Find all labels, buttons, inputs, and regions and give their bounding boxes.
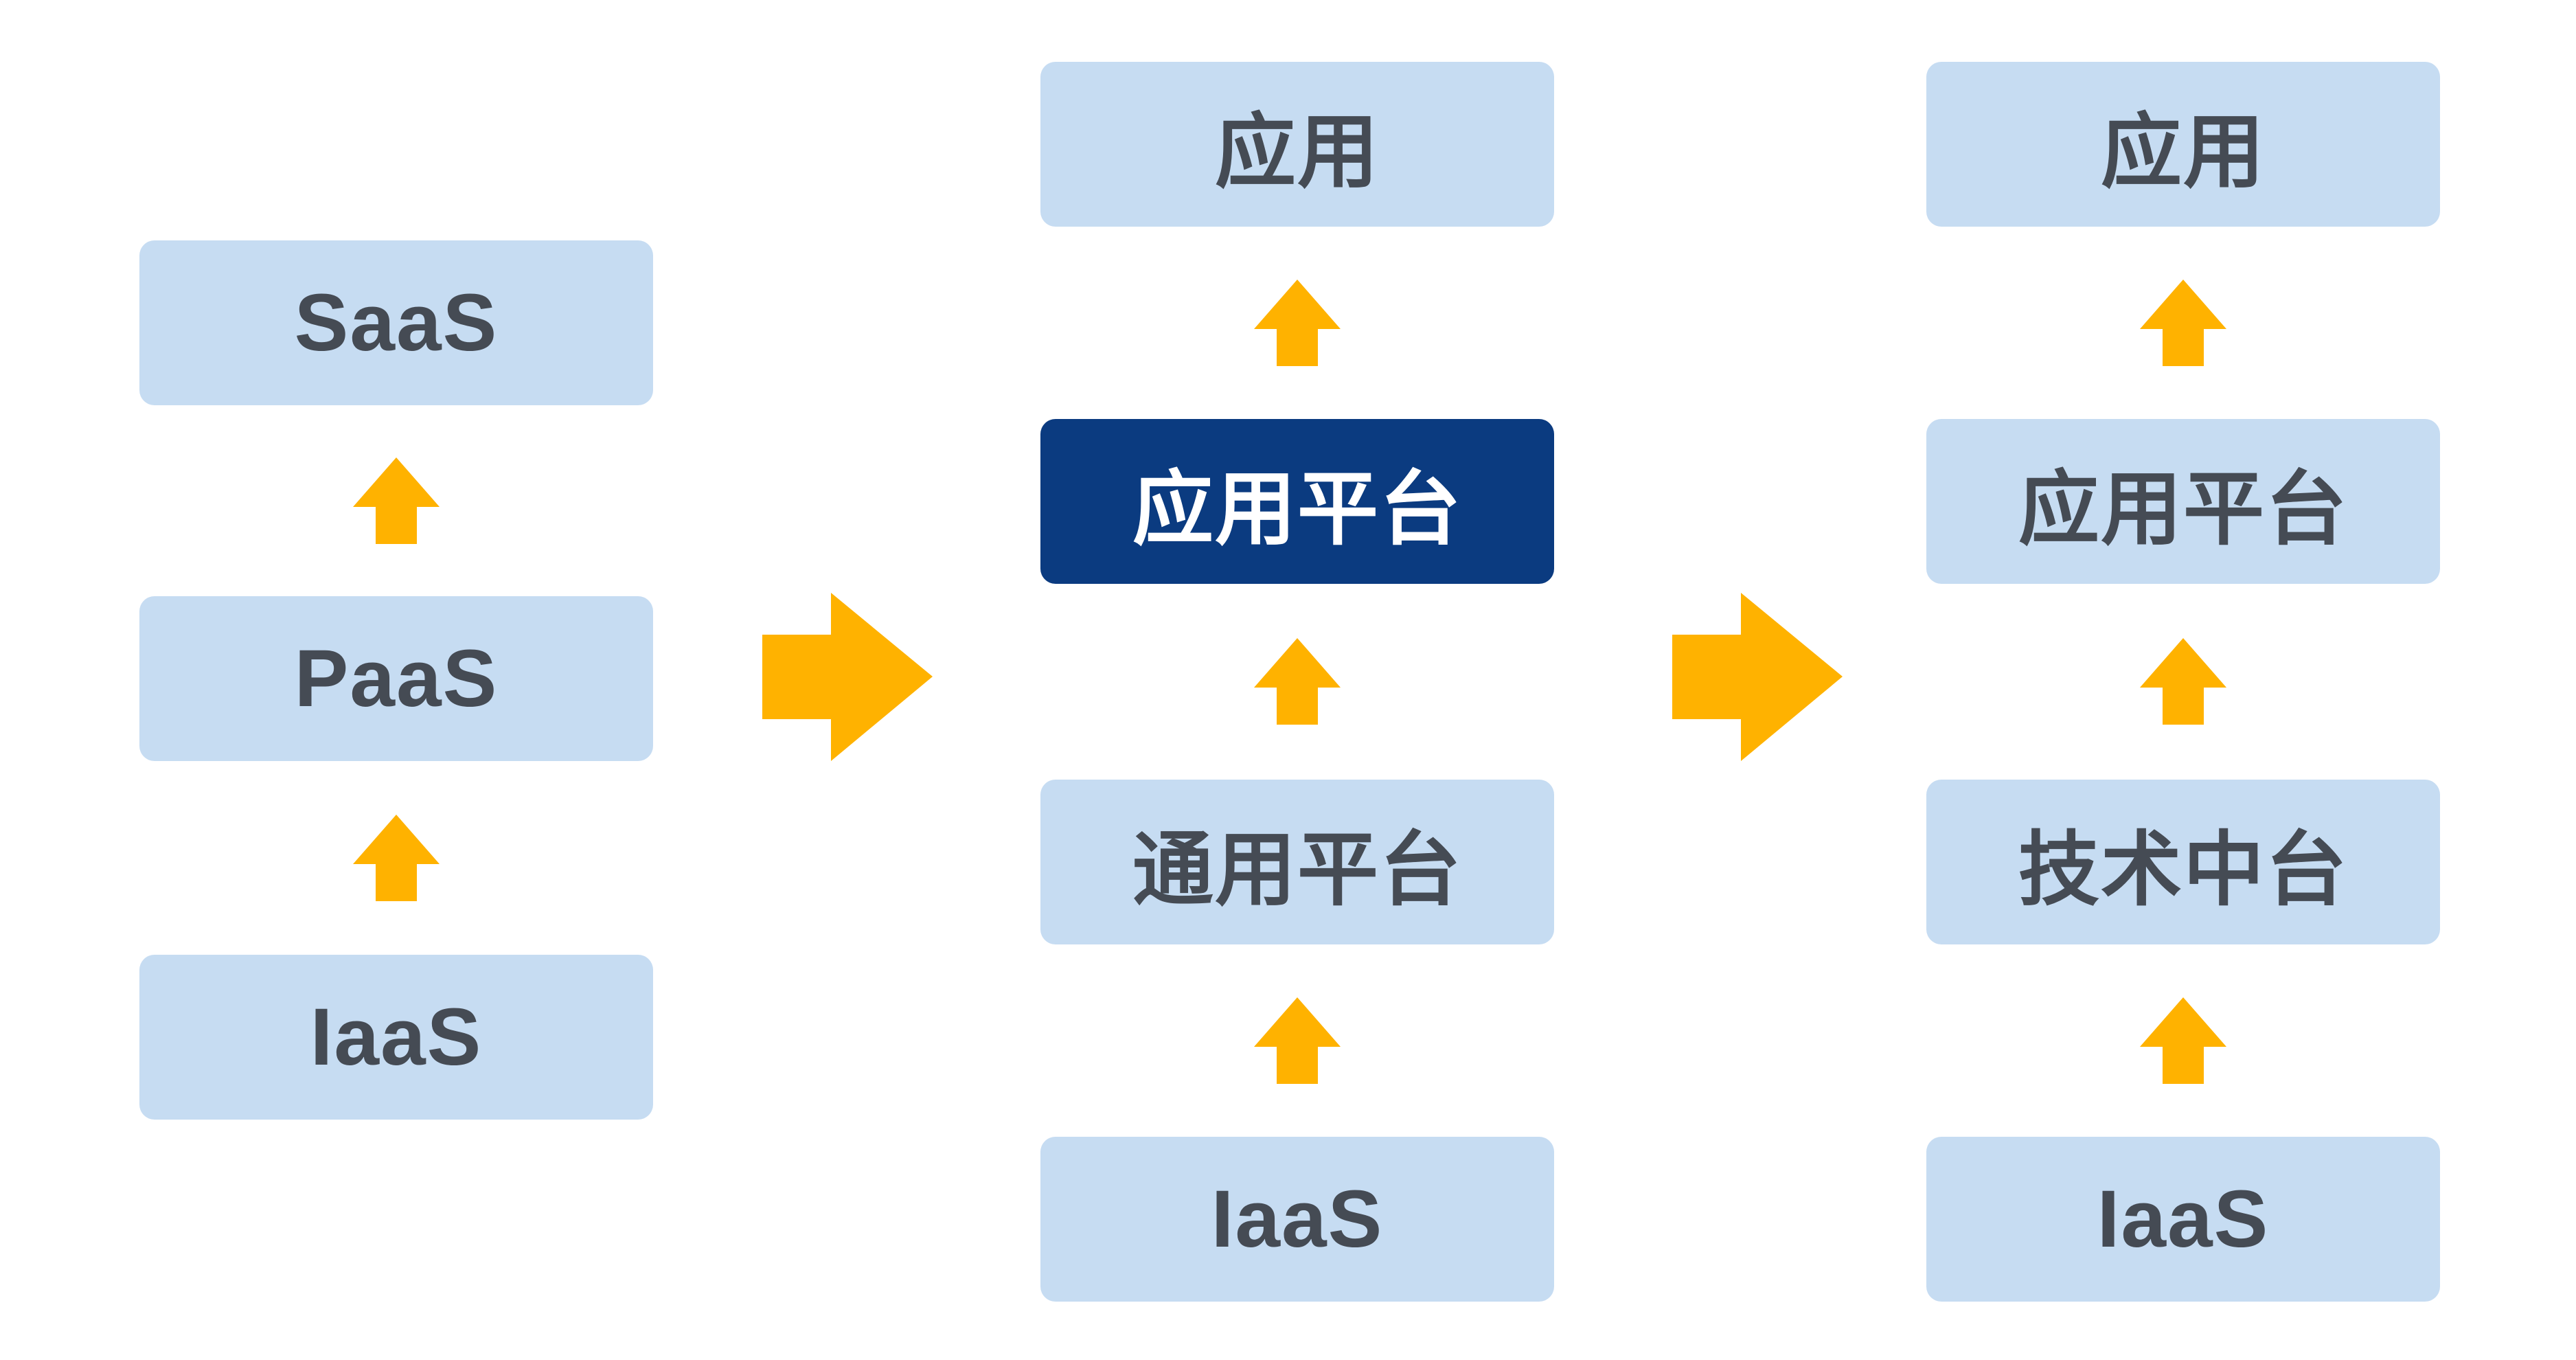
up-arrow-icon	[1254, 638, 1341, 725]
up-arrow-icon	[353, 815, 440, 901]
up-arrow-icon	[2140, 638, 2226, 725]
box-middle-general-platform: 通用平台	[1040, 780, 1554, 944]
box-right-tech-middle-platform: 技术中台	[1926, 780, 2440, 944]
up-arrow-icon	[353, 457, 440, 544]
box-right-iaas: IaaS	[1926, 1137, 2440, 1302]
box-middle-app: 应用	[1040, 62, 1554, 227]
up-arrow-icon	[1254, 280, 1341, 366]
box-right-app: 应用	[1926, 62, 2440, 227]
box-left-paas: PaaS	[139, 596, 653, 761]
box-middle-iaas: IaaS	[1040, 1137, 1554, 1302]
up-arrow-icon	[2140, 997, 2226, 1084]
right-arrow-icon	[1672, 593, 1843, 761]
up-arrow-icon	[2140, 280, 2226, 366]
box-right-app-platform: 应用平台	[1926, 419, 2440, 584]
box-left-saas: SaaS	[139, 240, 653, 405]
up-arrow-icon	[1254, 997, 1341, 1084]
right-arrow-icon	[762, 593, 933, 761]
box-middle-app-platform: 应用平台	[1040, 419, 1554, 584]
box-left-iaas: IaaS	[139, 955, 653, 1120]
